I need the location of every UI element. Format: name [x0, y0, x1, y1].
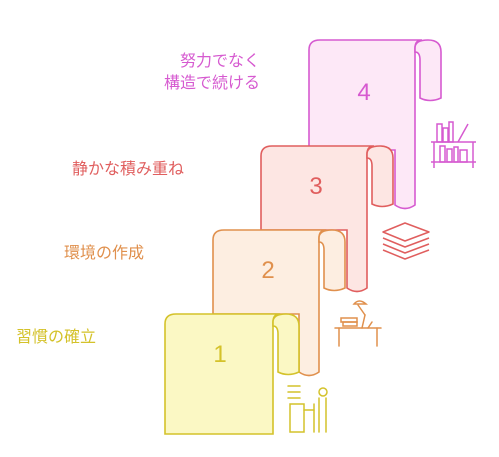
- desk-with-lamp-icon: [334, 300, 382, 347]
- step-4-label-line-1: 努力でなく: [179, 51, 260, 70]
- bookshelf-icon: [431, 121, 476, 168]
- person-at-desk-icon: [287, 385, 328, 433]
- step-3-label: 静かな積み重ね: [72, 159, 185, 178]
- step-1-label: 習慣の確立: [16, 327, 97, 346]
- step-2-number: 2: [261, 257, 275, 284]
- scroll-step-3: [260, 145, 394, 293]
- scroll-step-4: [308, 39, 442, 210]
- step-3-number: 3: [309, 173, 323, 200]
- step-2-label: 環境の作成: [64, 243, 145, 262]
- step-1-number: 1: [213, 341, 227, 368]
- step-4-label-line-2: 構造で続ける: [163, 73, 260, 92]
- scroll-step-1: [164, 313, 300, 435]
- step-4-number: 4: [357, 79, 371, 106]
- step-4-label: 努力でなく 構造で続ける: [120, 50, 260, 94]
- stacked-layers-icon: [382, 222, 430, 260]
- scroll-step-2: [212, 229, 346, 377]
